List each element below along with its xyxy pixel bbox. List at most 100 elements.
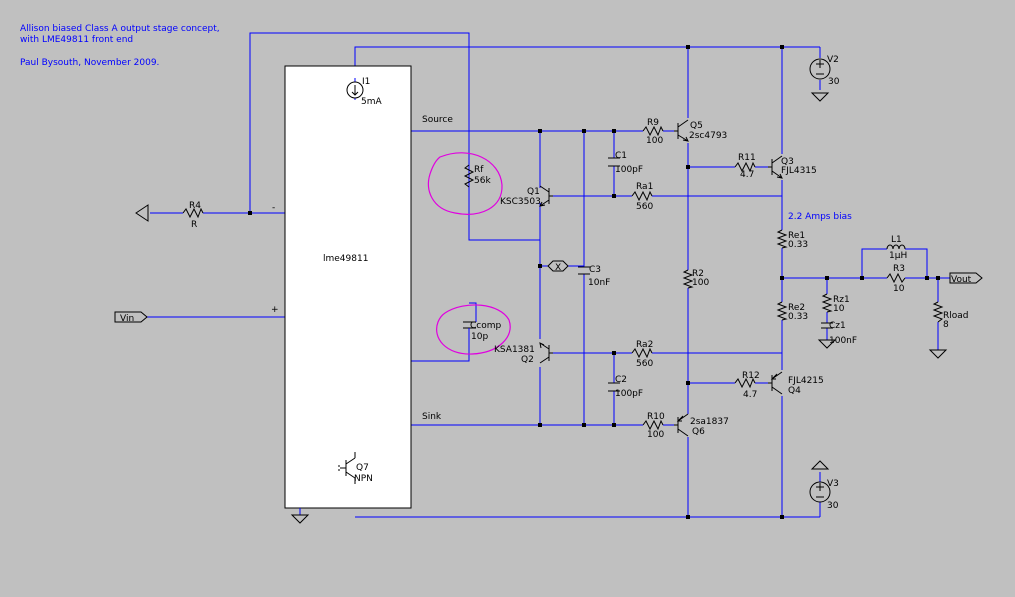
- v3-ref: V3: [827, 479, 839, 489]
- vout-label: Vout: [951, 275, 972, 285]
- ground-ic: [290, 514, 310, 524]
- wires: [146, 32, 950, 518]
- q1-ref: Q1: [527, 187, 540, 197]
- r11-value: 4.7: [740, 170, 754, 180]
- capacitor-cz1[interactable]: Cz1 100nF: [821, 321, 857, 346]
- transistor-q3[interactable]: Q3 FJL4315: [768, 155, 817, 179]
- q5-value: 2sc4793: [689, 131, 727, 141]
- resistor-rf[interactable]: Rf 56k: [427, 152, 503, 215]
- transistor-q5[interactable]: Q5 2sc4793: [674, 119, 727, 142]
- re2-value: 0.33: [788, 312, 808, 322]
- net-source-label: Source: [422, 115, 453, 125]
- rload-value: 8: [943, 320, 949, 330]
- resistor-rz1[interactable]: Rz1 10: [821, 293, 850, 314]
- c1-value: 100pF: [615, 165, 643, 175]
- r12-value: 4.7: [743, 390, 757, 400]
- c2-ref: C2: [615, 375, 627, 385]
- ground-rload: [928, 349, 948, 359]
- r2-value: 100: [692, 278, 709, 288]
- cz1-value: 100nF: [829, 336, 857, 346]
- vin-port[interactable]: Vin: [114, 311, 148, 324]
- current-source-i1[interactable]: I1 5mA: [346, 77, 382, 107]
- c1-ref: C1: [615, 151, 627, 161]
- r11-ref: R11: [738, 153, 756, 163]
- ground-cz1: [817, 339, 837, 349]
- capacitor-ccomp[interactable]: Ccomp 10p: [436, 302, 511, 355]
- ra2-value: 560: [636, 359, 653, 369]
- ra1-value: 560: [636, 202, 653, 212]
- note-line-3: Paul Bysouth, November 2009.: [20, 58, 159, 68]
- transistor-q7[interactable]: Q7 NPN: [338, 452, 373, 484]
- ic-name: lme49811: [323, 254, 368, 264]
- resistor-re1[interactable]: Re1 0.33: [776, 229, 808, 250]
- resistor-r2[interactable]: R2 100: [682, 269, 709, 289]
- net-bias-label: 2.2 Amps bias: [788, 212, 852, 222]
- vin-label: Vin: [120, 314, 134, 324]
- ra2-ref: Ra2: [636, 340, 653, 350]
- re2-ref: Re2: [788, 303, 805, 313]
- r9-value: 100: [646, 136, 663, 146]
- resistor-ra1[interactable]: Ra1 560: [631, 182, 653, 212]
- i1-value: 5mA: [361, 97, 382, 107]
- r4-ref: R4: [189, 201, 201, 211]
- l1-value: 1µH: [889, 251, 907, 261]
- transistor-q6[interactable]: 2sa1837 Q6: [674, 413, 729, 437]
- resistor-r4[interactable]: R4 R: [135, 201, 204, 230]
- resistor-r10[interactable]: R10 100: [642, 412, 665, 440]
- note-line-1: Allison biased Class A output stage conc…: [20, 24, 220, 34]
- q2-value: KSA1381: [494, 345, 535, 355]
- ccomp-value: 10p: [471, 332, 488, 342]
- capacitor-c2[interactable]: C2 100pF: [608, 375, 643, 399]
- q4-value: FJL4215: [788, 376, 824, 386]
- q6-ref: Q6: [692, 427, 705, 437]
- node-x-label: X: [547, 260, 569, 273]
- rz1-ref: Rz1: [833, 295, 850, 305]
- r3-ref: R3: [893, 264, 905, 274]
- cz1-ref: Cz1: [829, 321, 846, 331]
- q6-value: 2sa1837: [690, 417, 729, 427]
- resistor-re2[interactable]: Re2 0.33: [776, 301, 808, 322]
- resistor-r3[interactable]: R3 10: [886, 264, 906, 294]
- r4-value: R: [191, 220, 197, 230]
- q7-ref: Q7: [356, 463, 369, 473]
- r10-value: 100: [647, 430, 664, 440]
- rload-ref: Rload: [943, 311, 969, 321]
- v3-value: 30: [827, 501, 839, 511]
- note-line-2: with LME49811 front end: [20, 35, 133, 45]
- rz1-value: 10: [833, 304, 845, 314]
- c3-value: 10nF: [588, 278, 610, 288]
- node-x-text: X: [555, 263, 561, 273]
- resistor-ra2[interactable]: Ra2 560: [631, 340, 653, 369]
- ic-minus-label: -: [272, 203, 275, 213]
- q1-value: KSC3503: [500, 197, 541, 207]
- resistor-r12[interactable]: R12 4.7: [734, 371, 760, 400]
- resistor-rload[interactable]: Rload 8: [932, 301, 969, 330]
- r2-ref: R2: [692, 269, 704, 279]
- q3-ref: Q3: [781, 157, 794, 167]
- transistor-q4[interactable]: FJL4215 Q4: [768, 371, 824, 396]
- l1-ref: L1: [891, 235, 902, 245]
- voltage-source-v2[interactable]: V2 30: [809, 55, 840, 102]
- resistor-r11[interactable]: R11 4.7: [734, 153, 756, 180]
- re1-value: 0.33: [788, 240, 808, 250]
- r10-ref: R10: [647, 412, 665, 422]
- resistor-r9[interactable]: R9 100: [642, 118, 663, 146]
- v2-value: 30: [828, 77, 840, 87]
- junctions: [248, 45, 940, 519]
- transistor-q2[interactable]: KSA1381 Q2: [494, 342, 553, 365]
- q3-value: FJL4315: [781, 166, 817, 176]
- q7-value: NPN: [354, 474, 373, 484]
- v2-ref: V2: [827, 55, 839, 65]
- transistor-q1[interactable]: Q1 KSC3503: [500, 185, 553, 207]
- vout-port[interactable]: Vout: [949, 272, 983, 285]
- re1-ref: Re1: [788, 231, 805, 241]
- q5-ref: Q5: [690, 121, 703, 131]
- lme49811-ic[interactable]: lme49811 - +: [271, 65, 412, 515]
- voltage-source-v3[interactable]: V3 30: [809, 460, 839, 511]
- inductor-l1[interactable]: L1 1µH: [886, 235, 907, 261]
- c2-value: 100pF: [615, 389, 643, 399]
- r3-value: 10: [893, 284, 905, 294]
- capacitor-c3[interactable]: C3 10nF: [578, 265, 610, 288]
- capacitor-c1[interactable]: C1 100pF: [608, 151, 643, 175]
